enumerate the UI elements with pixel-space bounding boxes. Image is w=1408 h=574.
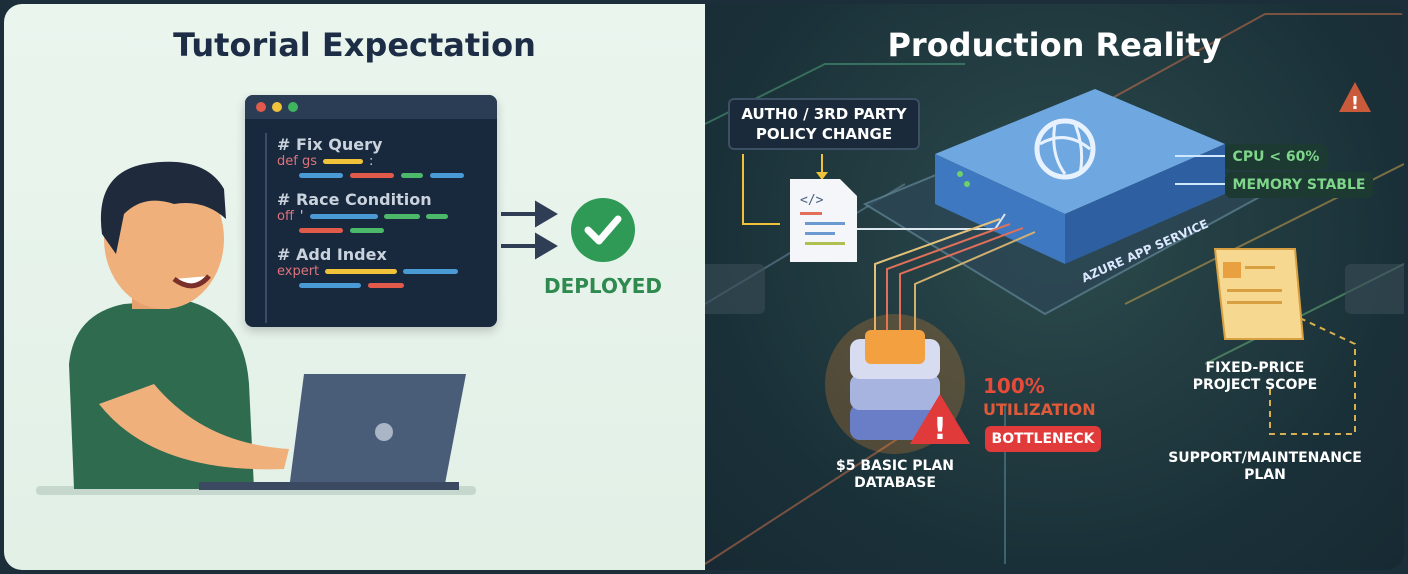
check-circle-icon (571, 198, 635, 262)
production-title: Production Reality (887, 26, 1222, 64)
code-comment: # Fix Query (277, 135, 383, 154)
code-comment: # Race Condition (277, 190, 432, 209)
svg-text:!: ! (933, 412, 947, 447)
policy-document-icon: </> (790, 179, 857, 262)
warning-small-icon: ! (1339, 82, 1371, 114)
code-content: # Fix Query def gs: # Race Condition off… (265, 133, 464, 323)
background-servers (705, 264, 1404, 314)
memory-metric: MEMORY STABLE (1225, 172, 1373, 198)
person-hair (100, 161, 226, 254)
laptop-base (199, 482, 459, 490)
code-editor: # Fix Query def gs: # Race Condition off… (245, 95, 497, 327)
scope-label: FIXED-PRICE PROJECT SCOPE (1192, 360, 1318, 393)
comparison-illustration: Tutorial Expectation (4, 4, 1404, 570)
close-dot-icon (256, 102, 266, 112)
svg-text:</>: </> (800, 193, 824, 208)
production-illustration: </> ! ! (705, 13, 1404, 565)
utilization-value: 100% (983, 374, 1045, 398)
person-smile (172, 274, 211, 289)
minimize-dot-icon (272, 102, 282, 112)
database-label: $5 BASIC PLAN DATABASE (835, 458, 955, 491)
developer-illustration (36, 161, 635, 495)
code-comment: # Add Index (277, 245, 387, 264)
code-keyword: def gs (277, 154, 317, 169)
tutorial-panel: Tutorial Expectation (4, 4, 705, 570)
contract-scroll-icon (1213, 248, 1305, 340)
code-keyword: off (277, 209, 294, 224)
connectors (742, 154, 1356, 435)
tutorial-title: Tutorial Expectation (173, 26, 536, 64)
arrows (501, 200, 558, 260)
code-keyword: expert (277, 264, 320, 279)
person-arm (99, 384, 289, 470)
cpu-metric: CPU < 60% (1225, 144, 1327, 170)
svg-text:!: ! (1351, 93, 1359, 114)
code-suffix: : (368, 154, 374, 169)
editor-titlebar (245, 95, 497, 119)
support-plan-label: SUPPORT/MAINTENANCE PLAN (1168, 450, 1362, 483)
deployed-label: DEPLOYED (544, 274, 662, 298)
utilization-label: UTILIZATION (983, 400, 1096, 419)
bottleneck-badge: BOTTLENECK (985, 426, 1101, 452)
laptop-logo (375, 423, 393, 441)
production-panel: </> ! ! (705, 4, 1404, 570)
code-suffix: ' (299, 209, 304, 224)
warning-triangle-icon: ! (910, 394, 970, 447)
maximize-dot-icon (288, 102, 298, 112)
globe-icon (1034, 118, 1096, 180)
policy-change-box: AUTH0 / 3RD PARTY POLICY CHANGE (728, 98, 920, 150)
